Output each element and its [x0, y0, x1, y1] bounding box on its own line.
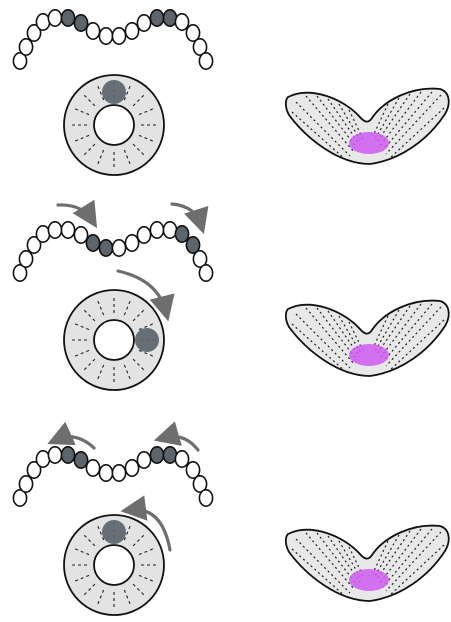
chain-bead [137, 227, 150, 243]
chain-bead-active [99, 240, 112, 256]
chain-bead-active [175, 226, 188, 242]
arrow-right-left [58, 205, 92, 220]
chain-bead [48, 222, 61, 238]
ring-marker [102, 80, 126, 104]
chain-bead-active [74, 15, 87, 31]
chain-bead [48, 10, 61, 26]
highlight-ellipse [349, 344, 389, 366]
highlight-ellipse [349, 569, 389, 591]
chain-bead [163, 222, 176, 238]
highlight-ellipse [349, 132, 389, 154]
chain-bead [36, 14, 49, 30]
chain-bead [19, 39, 32, 55]
chain-bead [86, 23, 99, 39]
chain-bead [175, 451, 188, 467]
arrow-right-right [172, 204, 201, 225]
chain-bead [112, 465, 125, 481]
chain-bead [74, 227, 87, 243]
ring-hole [94, 545, 134, 585]
chain-bead [99, 465, 112, 481]
bead-chain-top [13, 10, 212, 69]
ring-bottom [64, 515, 164, 615]
chain-bead-active [150, 447, 163, 463]
chain-bead [125, 460, 138, 476]
chain-bead-active [163, 10, 176, 26]
chain-bead [36, 451, 49, 467]
chain-bead [112, 28, 125, 44]
ring-marker [135, 328, 159, 352]
chain-bead [199, 53, 212, 69]
chain-bead [48, 447, 61, 463]
chain-bead [61, 222, 74, 238]
chain-bead-active [74, 452, 87, 468]
chain-bead [99, 28, 112, 44]
ring-middle [64, 290, 164, 390]
chain-bead [125, 235, 138, 251]
chain-bead [175, 14, 188, 30]
v-shape-middle [286, 301, 449, 376]
chain-bead [199, 490, 212, 506]
chain-bead [86, 460, 99, 476]
chain-bead-active [61, 447, 74, 463]
chain-bead [199, 265, 212, 281]
ring-hole [94, 320, 134, 360]
ring-marker [102, 520, 126, 544]
arrow-left-left [56, 437, 94, 448]
chain-bead-active [150, 10, 163, 26]
chain-bead [150, 222, 163, 238]
chain-bead [137, 452, 150, 468]
chain-bead [137, 15, 150, 31]
chain-bead [19, 476, 32, 492]
bead-chain-middle [13, 222, 212, 281]
bead-chain-bottom [13, 447, 212, 506]
v-shape-top [286, 89, 449, 164]
chain-bead-active [163, 447, 176, 463]
chain-bead [19, 251, 32, 267]
ring-top [64, 75, 164, 175]
chain-bead-active [86, 235, 99, 251]
chain-bead [36, 226, 49, 242]
chain-bead [112, 240, 125, 256]
chain-bead-active [61, 10, 74, 26]
chain-bead [125, 23, 138, 39]
ring-hole [94, 105, 134, 145]
v-shape-bottom [286, 526, 449, 601]
